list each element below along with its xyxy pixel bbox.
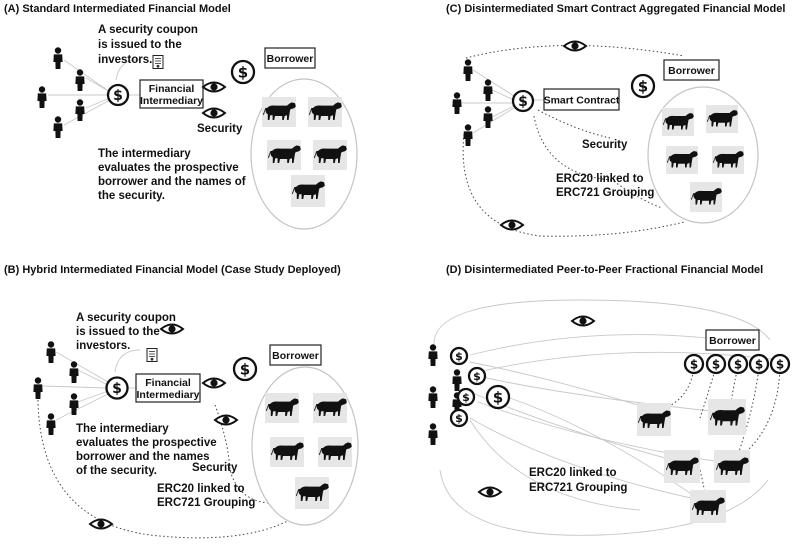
dollar-coin-icon: $	[230, 59, 256, 85]
svg-text:Intermediary: Intermediary	[140, 95, 203, 107]
eye-icon	[202, 81, 226, 93]
borrower-box: Borrower	[705, 329, 760, 351]
panel-a-investor-links	[48, 59, 141, 126]
svg-text:$: $	[455, 350, 463, 363]
eye-icon	[202, 377, 226, 389]
panel-d-token-text: ERC20 linked to ERC721 Grouping	[529, 467, 627, 494]
panel-a-coupon-text: A security coupon is issued to the inves…	[98, 24, 201, 66]
dollar-coin-icon: $	[105, 376, 129, 400]
svg-text:$: $	[238, 64, 248, 82]
panel-b: (B) Hybrid Intermediated Financial Model…	[4, 264, 359, 539]
cow-icon	[662, 105, 744, 212]
svg-text:Smart Contract: Smart Contract	[544, 95, 620, 107]
document-icon	[152, 55, 164, 69]
panel-b-security-label: Security	[192, 462, 238, 474]
borrower-box: Borrower	[264, 47, 316, 69]
panel-c-security-label: Security	[582, 139, 628, 151]
svg-text:Financial: Financial	[149, 83, 195, 95]
eye-icon	[160, 323, 184, 335]
dollar-coin-icon: $	[511, 89, 535, 113]
svg-text:$: $	[462, 391, 470, 404]
eye-icon	[563, 40, 587, 52]
cow-icon	[265, 393, 352, 509]
borrower-box: Borrower	[663, 59, 720, 81]
financial-intermediary-box: Financial Intermediary	[139, 79, 204, 109]
panel-a-security-label: Security	[197, 123, 243, 135]
svg-text:Borrower: Borrower	[668, 65, 715, 77]
panel-c: (C) Disintermediated Smart Contract Aggr…	[446, 3, 785, 237]
dollar-coin-icon: $	[630, 73, 656, 99]
eye-icon	[202, 107, 226, 119]
svg-text:$: $	[473, 370, 481, 383]
panel-a-title: (A) Standard Intermediated Financial Mod…	[4, 3, 231, 15]
svg-text:$: $	[455, 412, 463, 425]
panel-d-title: (D) Disintermediated Peer-to-Peer Fracti…	[446, 264, 763, 276]
eye-icon	[478, 486, 502, 498]
dollar-coin-icon: $	[106, 83, 130, 107]
svg-text:$: $	[518, 94, 528, 110]
svg-text:Borrower: Borrower	[709, 335, 756, 347]
eye-icon	[89, 518, 113, 530]
cow-icon	[262, 97, 347, 207]
svg-text:Financial: Financial	[145, 377, 191, 389]
dollar-coin-icon: $	[232, 356, 258, 382]
svg-text:Intermediary: Intermediary	[136, 389, 199, 401]
cow-icon	[637, 399, 750, 523]
panel-c-investor-links	[462, 69, 545, 134]
dollar-coin-icon: $ $ $ $ $	[449, 346, 511, 428]
svg-text:$: $	[712, 358, 720, 372]
panel-b-token-text: ERC20 linked to ERC721 Grouping	[157, 483, 255, 509]
svg-text:$: $	[755, 358, 763, 372]
borrower-box: Borrower	[269, 344, 322, 366]
panel-a: (A) Standard Intermediated Financial Mod…	[4, 3, 358, 230]
eye-icon	[500, 219, 524, 231]
svg-text:Borrower: Borrower	[267, 53, 314, 65]
panel-c-token-text: ERC20 linked to ERC721 Grouping	[556, 173, 654, 199]
panel-c-title: (C) Disintermediated Smart Contract Aggr…	[446, 3, 785, 15]
panel-b-title: (B) Hybrid Intermediated Financial Model…	[4, 264, 341, 276]
panel-b-evaluation-text: The intermediary evaluates the prospecti…	[76, 423, 220, 477]
svg-text:$: $	[240, 361, 250, 379]
svg-text:$: $	[638, 78, 648, 96]
svg-text:$: $	[690, 358, 698, 372]
investor-icon	[33, 341, 79, 435]
svg-text:$: $	[776, 358, 784, 372]
investor-icon	[37, 47, 85, 138]
svg-text:$: $	[113, 88, 123, 104]
svg-text:Borrower: Borrower	[272, 350, 319, 362]
svg-text:$: $	[493, 389, 503, 407]
dollar-coin-icon: $ $ $ $ $	[683, 353, 791, 375]
document-icon	[146, 348, 158, 362]
panel-d: (D) Disintermediated Peer-to-Peer Fracti…	[428, 264, 791, 536]
panel-b-coupon-text: A security coupon is issued to the inves…	[76, 312, 179, 352]
financial-intermediary-box: Financial Intermediary	[135, 373, 201, 403]
panel-a-evaluation-text: The intermediary evaluates the prospecti…	[98, 148, 249, 202]
svg-text:$: $	[734, 358, 742, 372]
eye-icon	[571, 315, 595, 327]
eye-icon	[214, 414, 238, 426]
smart-contract-box: Smart Contract	[543, 88, 620, 111]
panel-d-network-lines	[433, 299, 779, 536]
panel-b-investor-links	[42, 349, 141, 421]
svg-text:$: $	[112, 381, 122, 397]
